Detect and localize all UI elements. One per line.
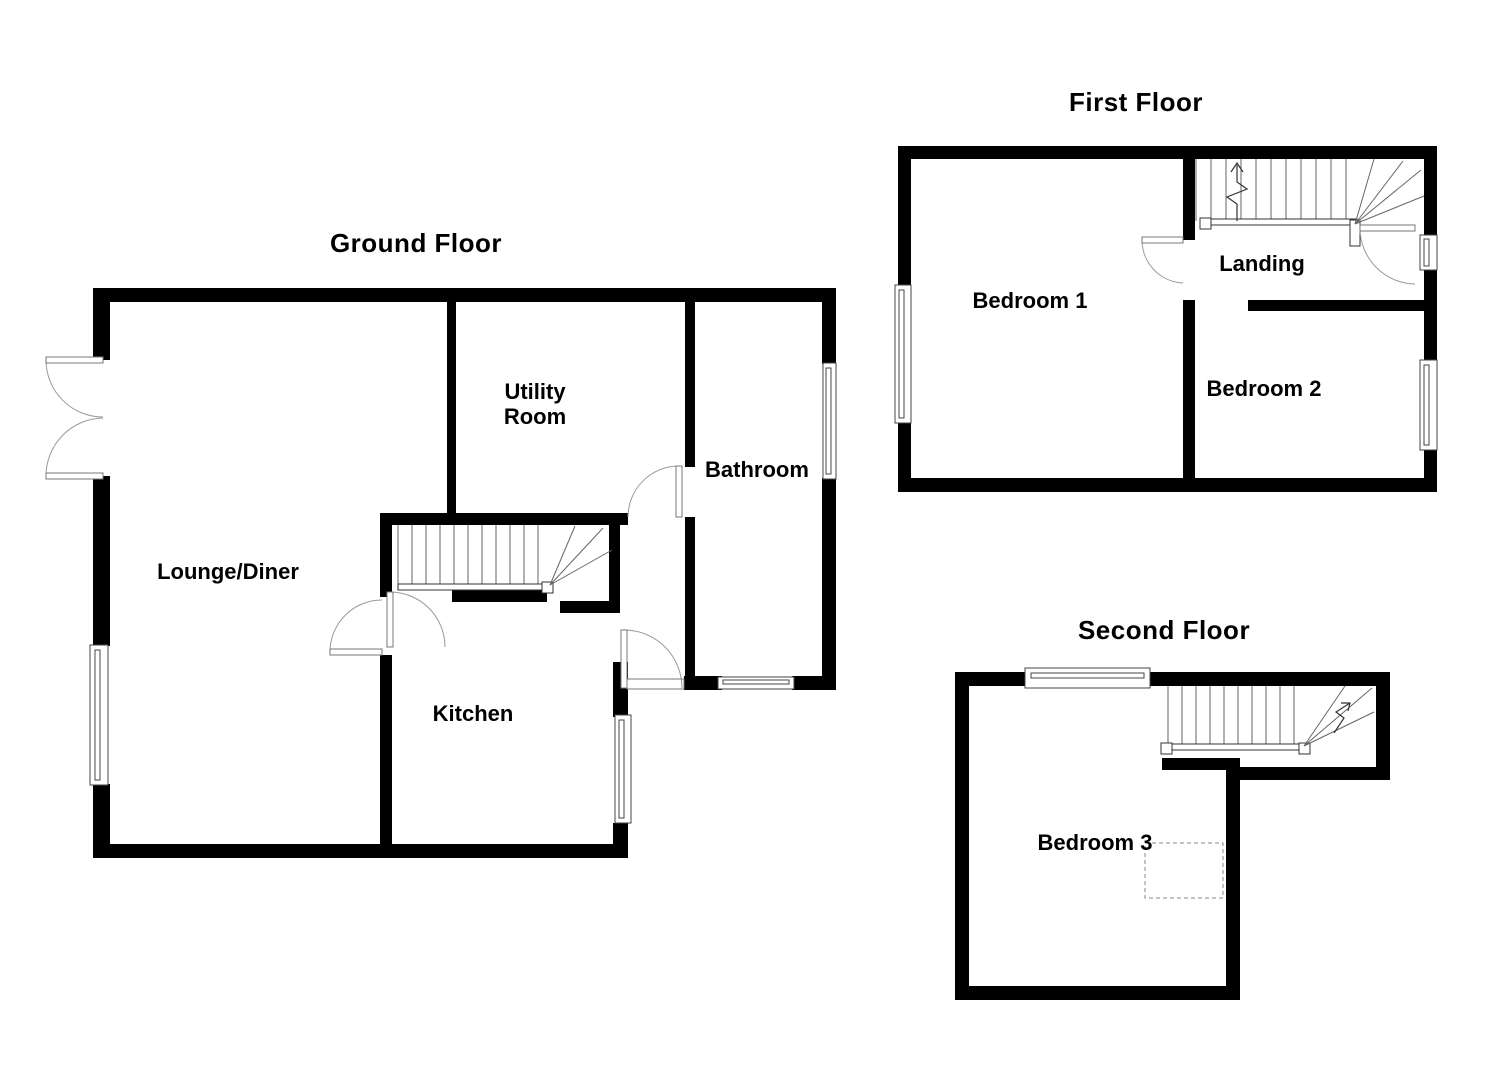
stair-treads (397, 525, 539, 587)
stair-edge (1201, 218, 1358, 226)
kitchen-door (386, 591, 446, 648)
ground-floor-windows (89, 362, 837, 824)
newel-post (1298, 742, 1311, 755)
stair-edge (397, 583, 548, 591)
first-floor-plan (894, 146, 1438, 492)
room-label-utility: Utility Room (503, 379, 567, 429)
room-label-bathroom: Bathroom (705, 457, 809, 482)
stair-winder-lines (1354, 158, 1425, 225)
window (1419, 359, 1438, 451)
bedroom1-door (1141, 236, 1184, 284)
first-floor-walls (898, 146, 1437, 492)
room-label-kitchen: Kitchen (432, 701, 514, 726)
room-label-bedroom1: Bedroom 1 (972, 288, 1088, 313)
window (1024, 667, 1151, 689)
first-floor-windows (894, 234, 1438, 451)
ground-floor-doors (45, 356, 685, 690)
ground-floor-stairs (397, 525, 613, 594)
room-label-lounge: Lounge/Diner (157, 559, 299, 584)
stairs-door (1359, 224, 1416, 285)
stair-direction-arrow (1333, 702, 1351, 734)
stair-edge (1167, 743, 1308, 751)
second-floor-title: Second Floor (1077, 615, 1251, 645)
stair-winder-lines (549, 525, 613, 586)
restricted-height-dashed-box (1144, 842, 1224, 899)
second-floor-plan (955, 667, 1390, 1000)
back-door (620, 629, 685, 690)
newel-post (1160, 742, 1173, 755)
stair-treads (1195, 159, 1347, 221)
bathroom-door (627, 465, 683, 518)
lounge-door (329, 599, 383, 656)
ground-floor-walls (93, 288, 836, 858)
window (614, 714, 632, 824)
french-door (45, 356, 104, 480)
first-floor-stairs (1195, 158, 1425, 247)
ground-floor-title: Ground Floor (329, 228, 503, 258)
second-floor-stairs (1160, 685, 1375, 755)
window (1419, 234, 1438, 271)
room-label-bedroom3: Bedroom 3 (1037, 830, 1153, 855)
newel-post (541, 581, 554, 594)
room-label-landing: Landing (1219, 251, 1305, 276)
stair-winder-lines (1303, 685, 1375, 747)
window (89, 644, 109, 786)
first-floor-doors (1141, 224, 1416, 285)
window (717, 676, 795, 690)
newel-post (1199, 217, 1212, 230)
window (894, 284, 912, 424)
stair-direction-arrow (1225, 161, 1249, 221)
room-label-bedroom2: Bedroom 2 (1206, 376, 1322, 401)
stair-treads (1167, 686, 1295, 746)
ground-floor-plan (45, 288, 837, 858)
second-floor-windows (1024, 667, 1151, 689)
window (822, 362, 837, 480)
first-floor-title: First Floor (1068, 87, 1204, 117)
